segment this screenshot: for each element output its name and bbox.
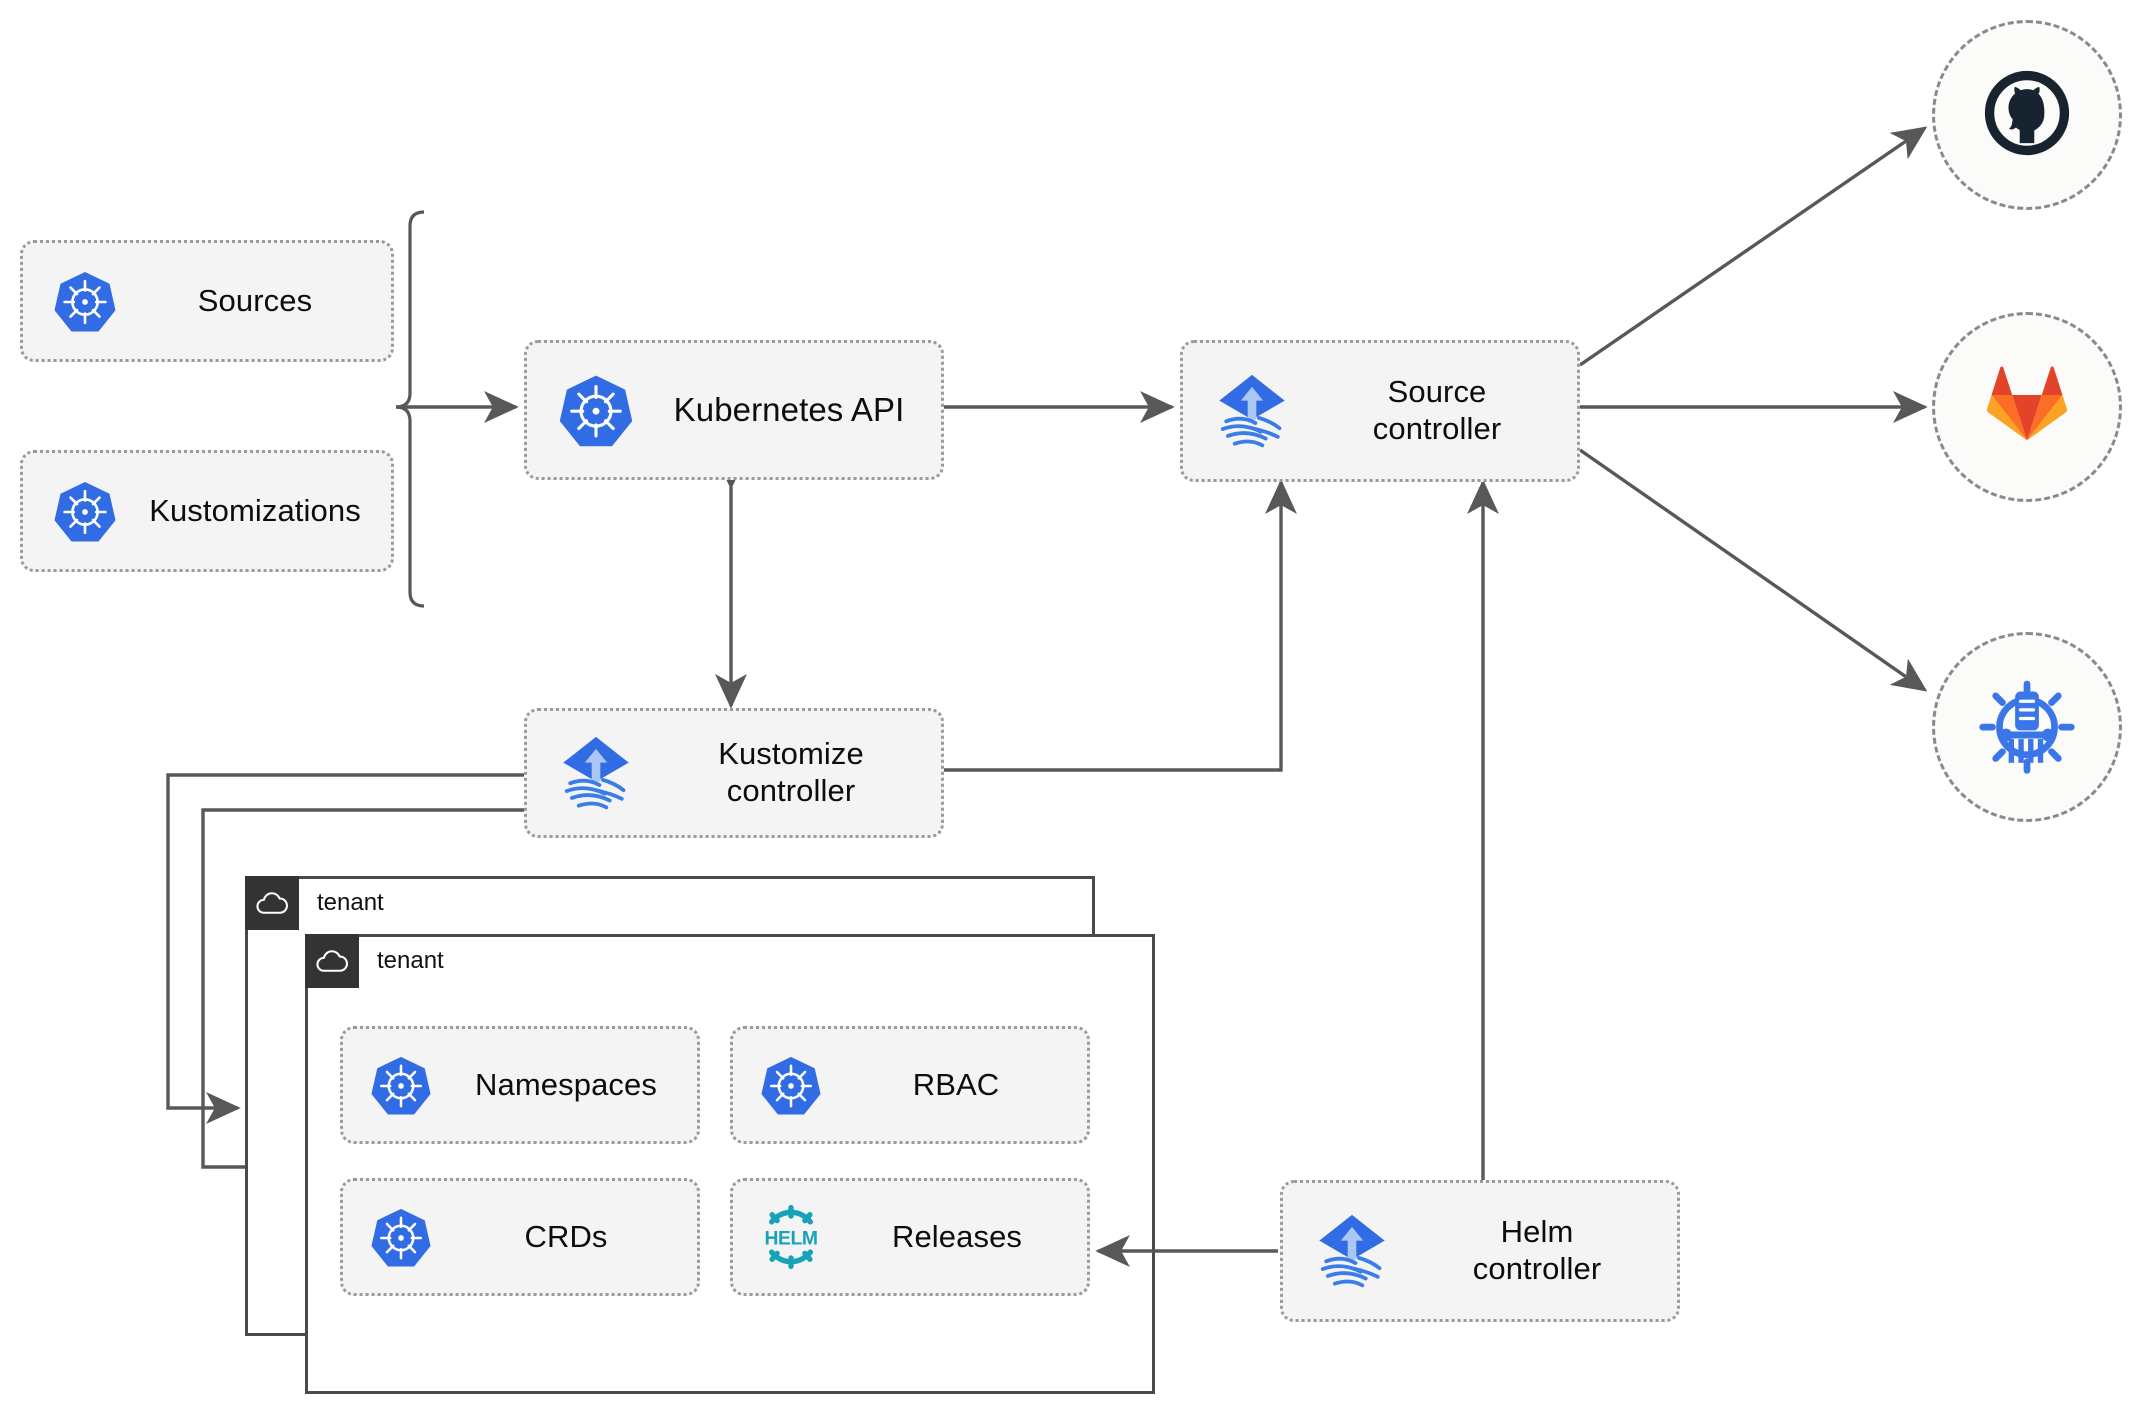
- kubernetes-icon: [541, 372, 651, 448]
- cloud-icon: [305, 934, 359, 988]
- kubernetes-icon: [353, 1206, 449, 1268]
- tenant-tab-inner-label: tenant: [377, 947, 444, 974]
- node-crds[interactable]: CRDs: [340, 1178, 700, 1296]
- tenant-tab-outer-label: tenant: [317, 889, 384, 916]
- node-rbac[interactable]: RBAC: [730, 1026, 1090, 1144]
- brace-sources: [395, 210, 425, 608]
- cloud-icon: [245, 876, 299, 930]
- helm-icon: HELM: [741, 1200, 841, 1274]
- node-helm-controller[interactable]: Helm controller: [1280, 1180, 1680, 1322]
- node-helm-controller-label: Helm controller: [1472, 1214, 1602, 1286]
- wire-source-controller-to-helm-repository: [1579, 448, 1928, 692]
- node-sources-label: Sources: [197, 282, 313, 318]
- node-kubernetes-api[interactable]: Kubernetes API: [524, 340, 944, 480]
- node-releases[interactable]: HELM Releases: [730, 1178, 1090, 1296]
- node-kubernetes-api-label: Kubernetes API: [673, 390, 905, 428]
- flux-icon: [1293, 1208, 1411, 1294]
- kubernetes-icon: [743, 1054, 839, 1116]
- endpoint-gitlab[interactable]: [1932, 312, 2122, 502]
- node-sources[interactable]: Sources: [20, 240, 394, 362]
- tenant-tab-outer[interactable]: tenant: [245, 876, 384, 930]
- node-namespaces[interactable]: Namespaces: [340, 1026, 700, 1144]
- kubernetes-icon: [353, 1054, 449, 1116]
- tenant-tab-inner[interactable]: tenant: [305, 934, 444, 988]
- node-source-controller-label: Source controller: [1372, 374, 1502, 446]
- node-releases-label: Releases: [891, 1218, 1023, 1254]
- svg-text:HELM: HELM: [764, 1229, 817, 1250]
- node-kustomizations-label: Kustomizations: [149, 492, 361, 528]
- wire-source-controller-to-github: [1579, 126, 1928, 367]
- node-crds-label: CRDs: [524, 1218, 608, 1254]
- node-namespaces-label: Namespaces: [475, 1066, 657, 1102]
- github-icon: [1975, 61, 2079, 170]
- helm-repository-icon: [1973, 671, 2081, 784]
- node-kustomizations[interactable]: Kustomizations: [20, 450, 394, 572]
- kubernetes-icon: [37, 269, 133, 333]
- endpoint-github[interactable]: [1932, 20, 2122, 210]
- node-kustomize-controller-label: Kustomize controller: [718, 736, 864, 808]
- flux-icon: [537, 730, 655, 816]
- tenant-window-inner[interactable]: tenant: [305, 934, 1155, 1394]
- node-rbac-label: RBAC: [912, 1066, 1000, 1102]
- node-kustomize-controller[interactable]: Kustomize controller: [524, 708, 944, 838]
- wire-kustomize-controller-to-source-controller: [942, 479, 1297, 772]
- kubernetes-icon: [37, 479, 133, 543]
- endpoint-helm-repository[interactable]: [1932, 632, 2122, 822]
- node-source-controller[interactable]: Source controller: [1180, 340, 1580, 482]
- flux-icon: [1193, 368, 1311, 454]
- gitlab-icon: [1975, 353, 2079, 462]
